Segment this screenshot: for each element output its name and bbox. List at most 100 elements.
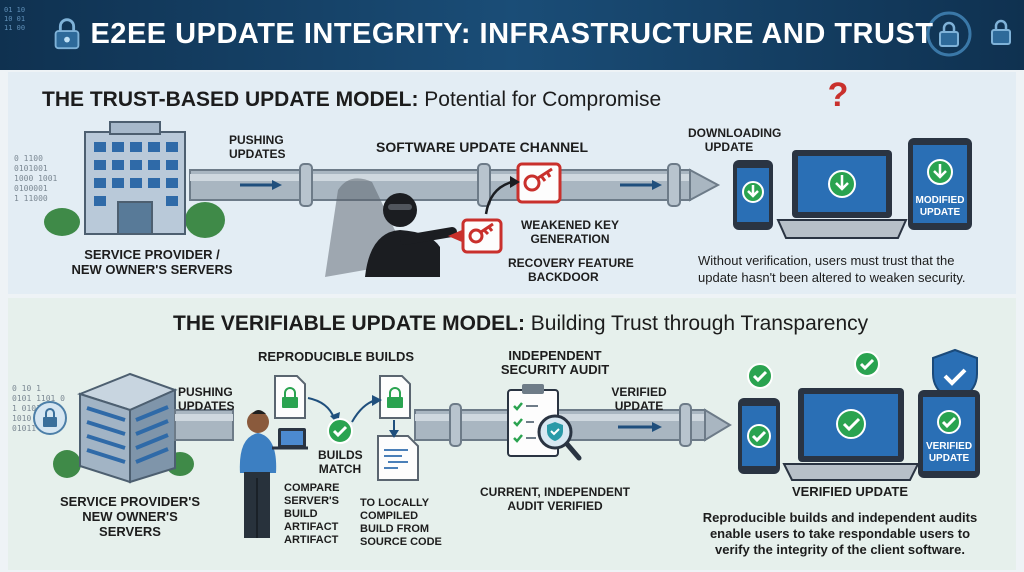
backdoor-label: RECOVERY FEATURE BACKDOOR — [508, 256, 634, 284]
update-pipe — [189, 163, 721, 207]
binary-line: 0 10 1 — [12, 384, 41, 393]
binary-line: 1000 1001 — [14, 174, 58, 183]
label-line: UPDATE — [614, 399, 664, 413]
text-line: Without verification, users must trust t… — [698, 253, 955, 268]
binary-line: 0100001 — [14, 184, 48, 193]
label-line: SECURITY AUDIT — [500, 362, 610, 377]
phone-icon — [733, 160, 773, 230]
lock-circle-icon — [33, 401, 67, 435]
label-line: SERVICE PROVIDER'S — [59, 494, 201, 509]
provider-label: SERVICE PROVIDER / NEW OWNER'S SERVERS — [67, 247, 237, 277]
pushing-updates-label: PUSHING UPDATES — [178, 385, 234, 413]
binary-line: 1 11000 — [14, 194, 48, 203]
attacker-figure — [325, 178, 457, 277]
trust-model-illustration: ? — [44, 76, 972, 277]
binary-line: 1 0101 — [12, 404, 41, 413]
audit-label: INDEPENDENT SECURITY AUDIT — [490, 349, 620, 377]
arrow — [307, 397, 335, 419]
arrow-head — [389, 430, 399, 438]
label-line: BUILDS — [318, 448, 363, 462]
text-line: Reproducible builds and independent audi… — [702, 510, 978, 525]
provider-label: SERVICE PROVIDER'S NEW OWNER'S SERVERS — [45, 494, 215, 539]
laptop-icon — [782, 388, 920, 481]
label-line: UPDATE — [919, 207, 961, 218]
label-line: COMPARE — [284, 482, 340, 494]
document-lock-icon — [379, 375, 411, 419]
label-line: CURRENT, INDEPENDENT — [480, 485, 631, 499]
devices-verified-label: VERIFIED UPDATE — [791, 484, 909, 499]
label-line: GENERATION — [530, 232, 610, 246]
question-mark-icon: ? — [828, 76, 849, 114]
key-icon — [516, 162, 562, 204]
binary-line: 1010 01 — [12, 414, 46, 423]
label-line: NEW OWNER'S SERVERS — [71, 262, 233, 277]
binary-line: 0101001 — [14, 164, 48, 173]
summary-text: Reproducible builds and independent audi… — [680, 510, 1000, 558]
trust-model-heading-bold: THE TRUST-BASED UPDATE MODEL: — [42, 88, 419, 111]
server-building-icon — [77, 372, 178, 484]
label-line: VERIFIED — [611, 385, 667, 399]
builds-match-label: BUILDS MATCH — [318, 448, 363, 476]
verifiable-model-heading: THE VERIFIABLE UPDATE MODEL: Building Tr… — [173, 312, 868, 336]
label-line: UPDATE — [704, 140, 754, 154]
label-line: BUILD — [284, 508, 318, 520]
shrub — [53, 450, 81, 478]
lock-circle-icon — [926, 11, 972, 57]
label-line: BUILD FROM — [360, 523, 430, 535]
key-icon — [448, 218, 503, 254]
server-building-icon — [84, 121, 186, 235]
binary-line: 0101 1101 0 — [12, 394, 65, 403]
title-banner: 01 10 10 01 11 00 E2EE UPDATE INTEGRITY:… — [0, 0, 1024, 70]
verifiable-model-heading-bold: THE VERIFIABLE UPDATE MODEL: — [173, 312, 525, 335]
label-line: VERIFIED — [925, 441, 973, 452]
label-line: WEAKENED KEY — [520, 218, 619, 232]
label-line: UPDATES — [229, 147, 286, 161]
label-line: UPDATE — [928, 453, 970, 464]
laptop-icon — [776, 150, 908, 239]
trust-model-heading-subtitle: Potential for Compromise — [418, 88, 662, 111]
audit-verified-label: CURRENT, INDEPENDENT AUDIT VERIFIED — [480, 485, 630, 513]
verifiable-model-heading-subtitle: Building Trust through Transparency — [524, 312, 869, 335]
label-line: SOURCE CODE — [360, 536, 442, 548]
tablet-icon — [908, 138, 972, 230]
locally-compiled-label: TO LOCALLY COMPILED BUILD FROM SOURCE CO… — [360, 497, 442, 549]
document-lock-icon — [274, 375, 306, 419]
phone-icon — [738, 398, 780, 474]
check-icon — [747, 363, 773, 389]
label-line: BACKDOOR — [528, 270, 599, 284]
check-icon — [327, 418, 353, 444]
provider-binary-text: 0 1100 0101001 1000 1001 0100001 1 11000 — [14, 154, 57, 204]
label-line: MODIFIED — [915, 195, 965, 206]
label-line: SERVICE PROVIDER / — [84, 247, 220, 262]
label-line: RECOVERY FEATURE — [508, 256, 634, 270]
lock-icon — [54, 18, 80, 50]
label-line: COMPILED — [360, 510, 419, 522]
downloading-label: DOWNLOADING UPDATE — [688, 126, 781, 154]
arrow-head — [372, 395, 382, 406]
audit-clipboard-icon — [507, 384, 582, 461]
label-line: PUSHING — [229, 133, 284, 147]
label-line: TO LOCALLY — [360, 497, 430, 509]
developer-figure — [239, 410, 308, 538]
verified-update-label: VERIFIED UPDATE — [604, 385, 674, 413]
reproducible-builds-label: REPRODUCIBLE BUILDS — [258, 349, 415, 364]
modified-update-label: MODIFIED UPDATE — [913, 195, 967, 219]
tablet-icon — [918, 390, 980, 478]
shrub — [44, 208, 80, 236]
verifiable-model-illustration — [33, 348, 980, 538]
text-line: update hasn't been altered to weaken sec… — [698, 270, 966, 285]
pushing-updates-label: PUSHING UPDATES — [229, 133, 285, 161]
text-line: verify the integrity of the client softw… — [715, 542, 965, 557]
provider-binary-text: 0 10 1 0101 1101 0 1 0101 1010 01 01011 … — [12, 384, 65, 434]
text-line: enable users to take respondable users t… — [709, 526, 971, 541]
label-line: MATCH — [318, 462, 362, 476]
code-file-icon — [377, 435, 419, 481]
label-line: NEW OWNER'S — [82, 509, 178, 524]
weakened-key-label: WEAKENED KEY GENERATION — [510, 218, 630, 246]
check-icon — [854, 351, 880, 377]
binary-line: 0 1100 — [14, 154, 43, 163]
label-line: UPDATES — [178, 399, 235, 413]
tablet-verified-label: VERIFIED UPDATE — [923, 441, 975, 465]
shrub — [185, 202, 225, 238]
label-line: PUSHING — [178, 385, 233, 399]
